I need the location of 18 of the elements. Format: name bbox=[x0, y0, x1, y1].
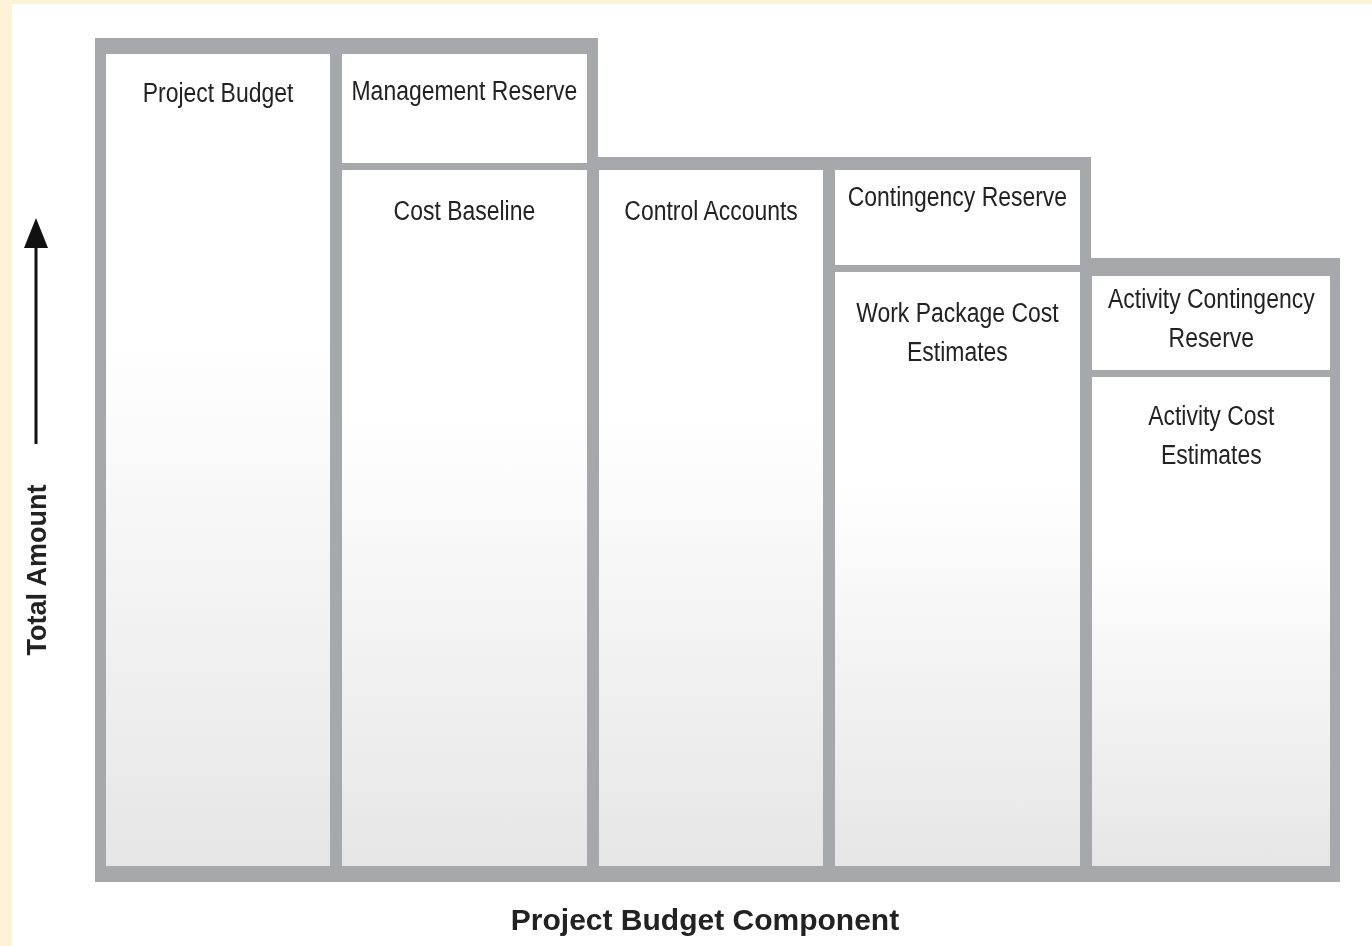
budget-block bbox=[342, 170, 587, 866]
budget-block bbox=[599, 170, 823, 866]
budget-block bbox=[835, 170, 1080, 265]
block-label: Control Accounts bbox=[623, 195, 799, 228]
budget-block bbox=[1092, 276, 1330, 370]
block-label: Activity Cost Estimates bbox=[1146, 400, 1276, 472]
budget-block bbox=[106, 54, 330, 866]
block-label: Management Reserve bbox=[350, 75, 579, 108]
budget-block bbox=[1092, 377, 1330, 866]
axis-label: Total Amount bbox=[22, 483, 53, 658]
block-label: Cost Baseline bbox=[392, 195, 537, 228]
axis-label: Project Budget Component bbox=[509, 903, 901, 937]
block-label: Project Budget bbox=[141, 77, 295, 110]
block-label: Contingency Reserve bbox=[846, 181, 1069, 214]
budget-block bbox=[342, 54, 587, 163]
budget-block bbox=[835, 272, 1080, 866]
block-label: Activity Contingency Reserve bbox=[1106, 283, 1316, 355]
block-label: Work Package Cost Estimates bbox=[855, 297, 1060, 369]
